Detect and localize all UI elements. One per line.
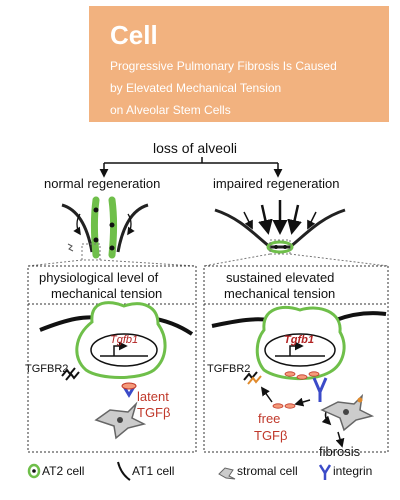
legend-at1-icon (117, 461, 131, 481)
right-stromal-cell (320, 393, 375, 432)
left-receptor-label: TGFBR2 (25, 363, 69, 375)
paper-title-line-1: Progressive Pulmonary Fibrosis Is Caused (110, 59, 337, 73)
branch-connector (99, 157, 283, 178)
journal-banner: Cell Progressive Pulmonary Fibrosis Is C… (89, 6, 389, 122)
normal-regeneration-label: normal regeneration (44, 176, 161, 191)
free-tgfb-molecules (272, 403, 296, 409)
right-gene-label: Tgfb1 (284, 334, 314, 346)
left-stromal-cell (94, 401, 147, 440)
legend-stromal-icon (218, 467, 236, 480)
fibrosis-label: fibrosis (319, 444, 361, 459)
legend-at2-label: AT2 cell (42, 464, 85, 478)
journal-title: Cell (110, 20, 158, 50)
latent-label: latent (137, 389, 169, 404)
left-tgfb-label: TGFβ (137, 405, 171, 420)
left-at2-cell: Tgfb1 (39, 301, 194, 379)
paper-title-line-2: by Elevated Mechanical Tension (110, 81, 282, 95)
right-tgfb-label: TGFβ (254, 428, 288, 443)
right-receptor-icon (243, 371, 262, 385)
left-alveolus-illustration (61, 196, 149, 261)
right-arrows (260, 386, 345, 448)
right-panel-title-line-2: mechanical tension (224, 286, 336, 301)
left-panel-title-line-1: physiological level of (39, 270, 159, 285)
legend-integrin-label: integrin (333, 464, 373, 478)
impaired-regeneration-label: impaired regeneration (213, 176, 340, 191)
right-at2-cell: Tgfb1 (211, 306, 387, 381)
left-receptor-icon (61, 367, 80, 381)
legend-at2-icon (27, 463, 41, 479)
right-panel-frame (203, 265, 389, 453)
legend-stromal-label: stromal cell (237, 464, 298, 478)
zoom-connectors (27, 253, 389, 267)
right-integrin-icon (312, 377, 328, 402)
right-alveolus-illustration (214, 200, 346, 255)
left-panel-frame (27, 265, 197, 453)
left-gene-label: Tgfb1 (110, 334, 138, 346)
left-panel-title-line-2: mechanical tension (51, 286, 163, 301)
left-integrin-icon (121, 382, 137, 398)
free-label: free (258, 411, 281, 426)
loss-of-alveoli-label: loss of alveoli (153, 140, 238, 156)
legend-integrin-icon (318, 464, 332, 480)
paper-title-line-3: on Alveolar Stem Cells (110, 103, 231, 117)
legend-at1-label: AT1 cell (132, 464, 175, 478)
right-panel-title-line-1: sustained elevated (226, 270, 335, 285)
right-receptor-label: TGFBR2 (207, 363, 251, 375)
